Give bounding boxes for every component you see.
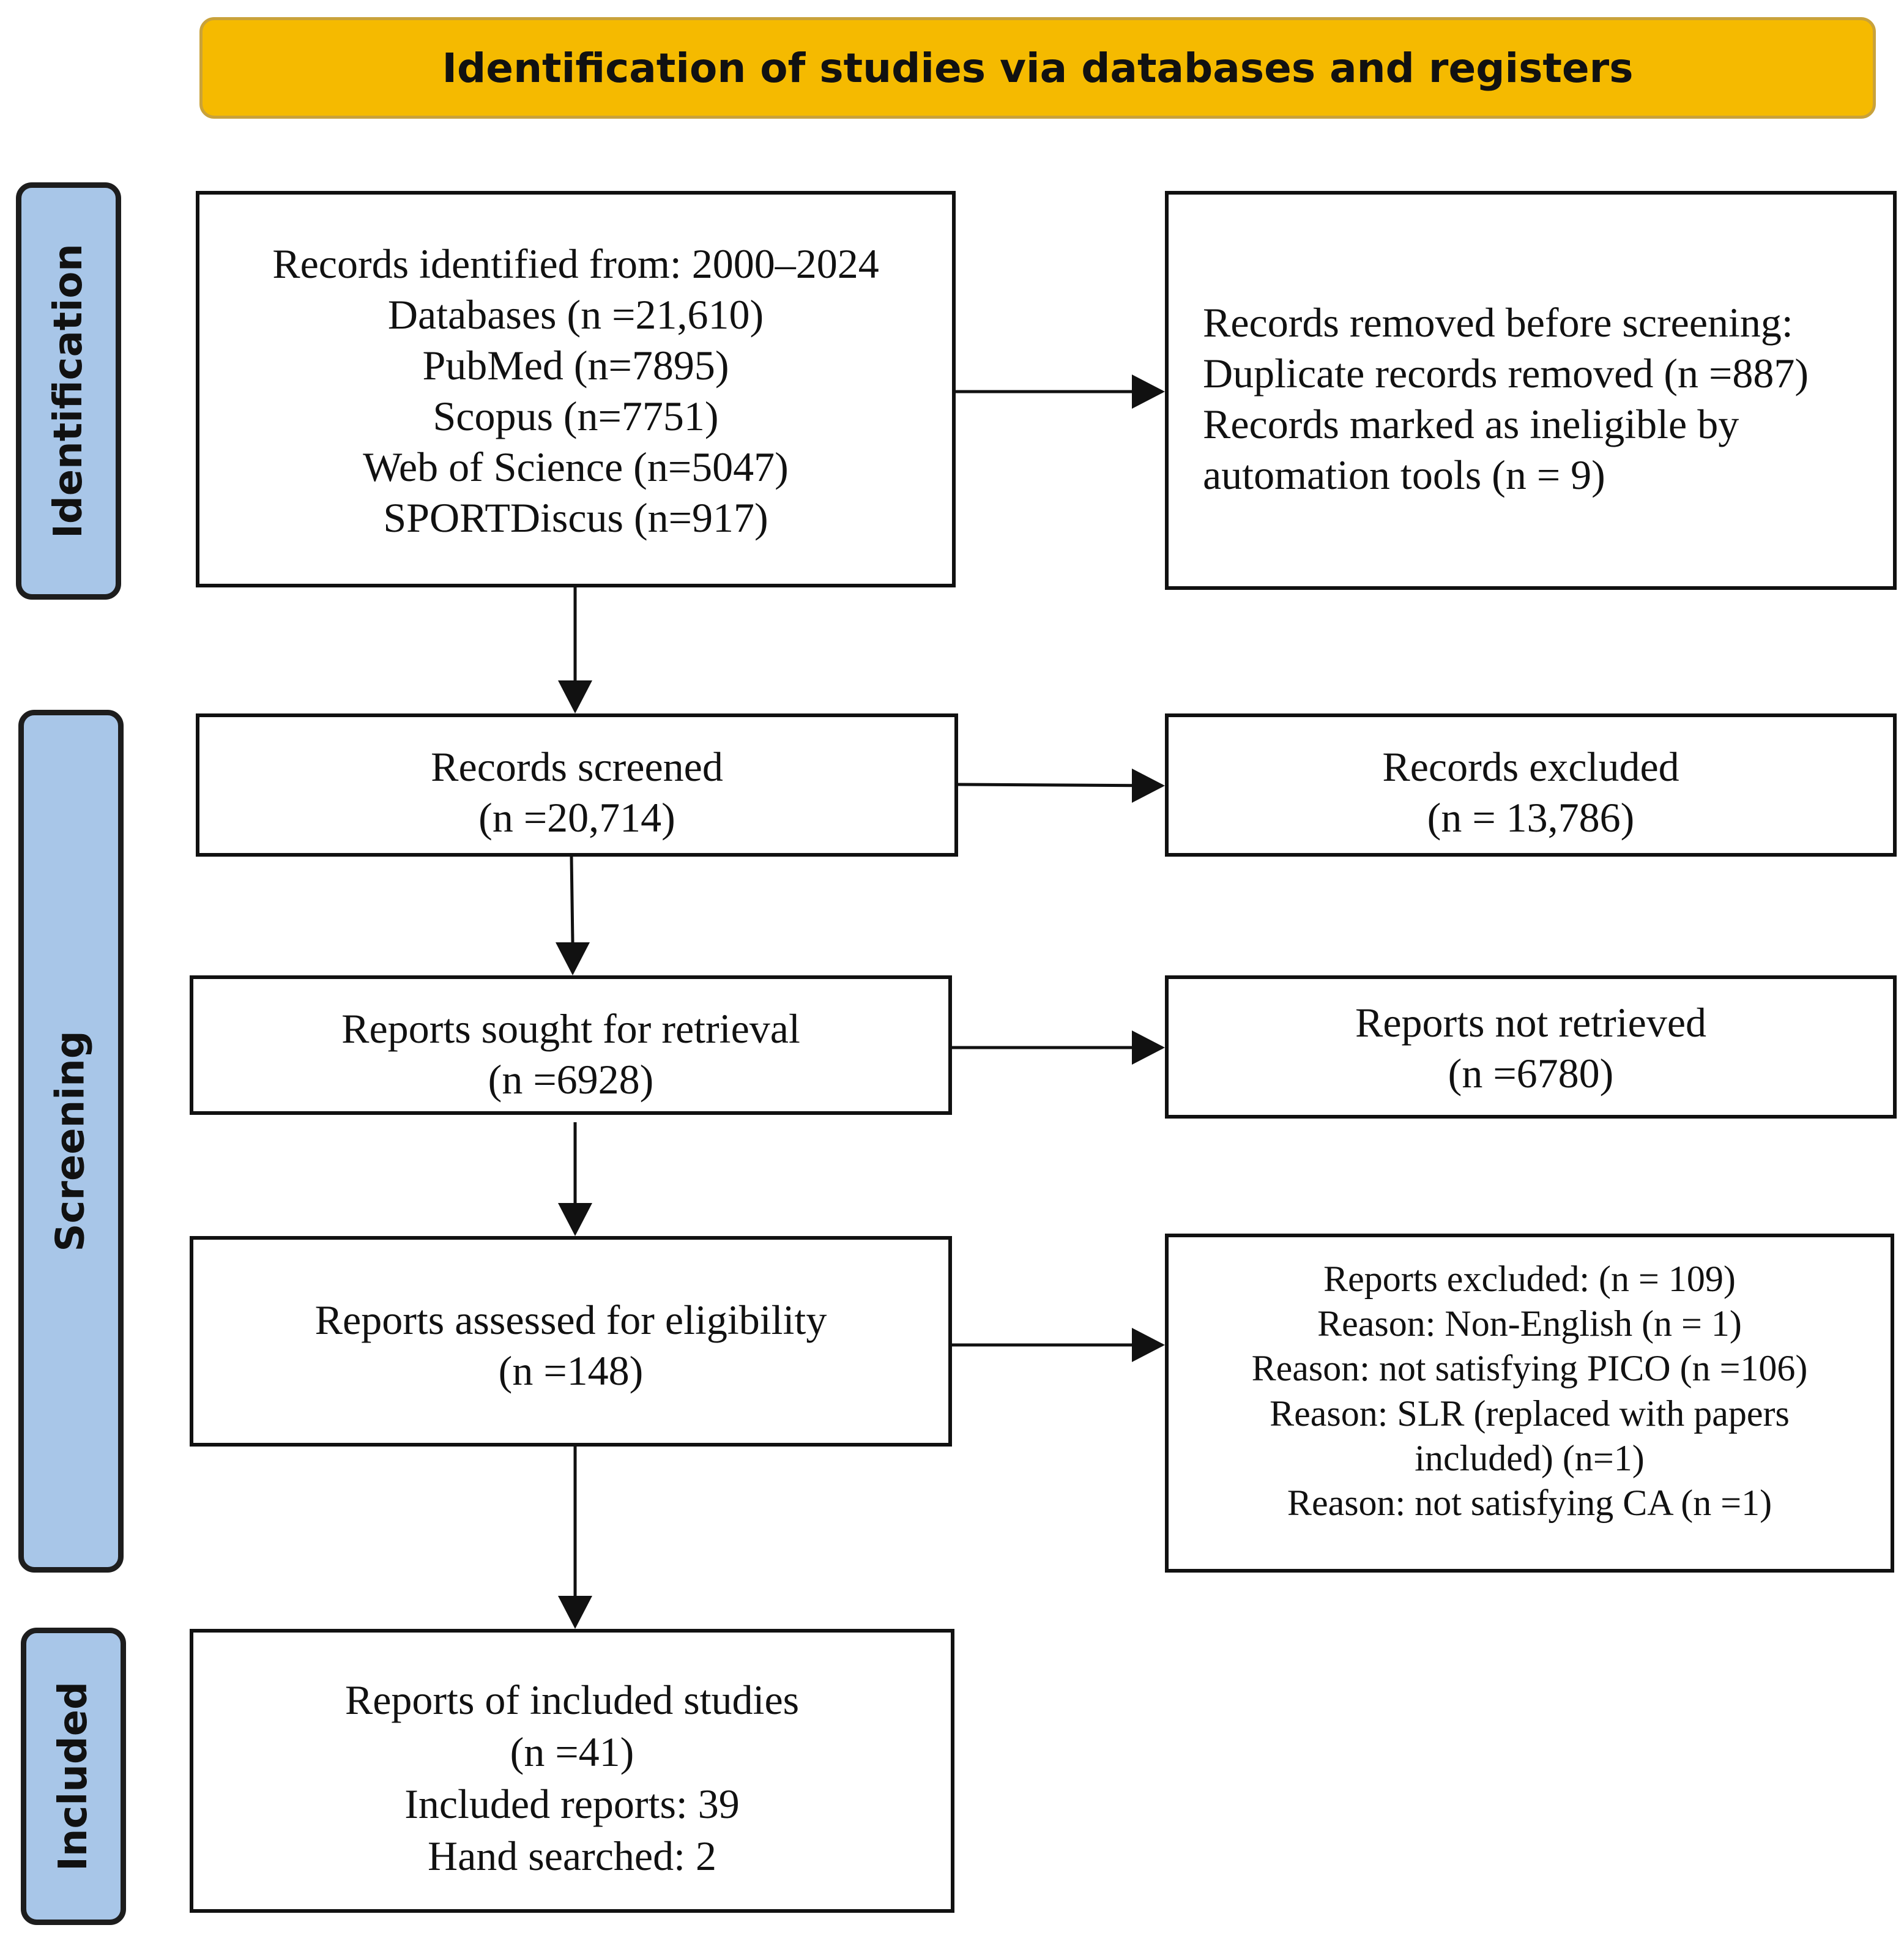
arrowhead xyxy=(1132,1030,1165,1065)
arrowhead xyxy=(556,942,590,975)
arrowhead xyxy=(558,680,592,713)
records-screened-box: Records screened (n =20,714) xyxy=(196,713,958,857)
header-title: Identification of studies via databases … xyxy=(442,44,1634,92)
arrowhead xyxy=(1132,769,1165,803)
arrow-screened-to-excluded xyxy=(958,783,1163,788)
web-of-science-count: Web of Science (n=5047) xyxy=(363,443,789,490)
pubmed-count: PubMed (n=7895) xyxy=(422,342,729,389)
included-studies-box: Reports of included studies (n =41) Incl… xyxy=(190,1629,954,1913)
records-excluded-box: Records excluded (n = 13,786) xyxy=(1165,713,1897,857)
arrowhead xyxy=(1132,1328,1165,1362)
arrowhead xyxy=(558,1203,592,1236)
reports-not-retrieved-box: Reports not retrieved (n =6780) xyxy=(1165,975,1897,1119)
phase-label-identification: Identification xyxy=(16,182,121,600)
phase-label-included: Included xyxy=(21,1628,126,1925)
arrowhead xyxy=(558,1596,592,1629)
records-identified-line: Records identified from: 2000–2024 xyxy=(272,240,879,288)
header-banner: Identification of studies via databases … xyxy=(199,17,1876,119)
records-removed-box: Records removed before screening: Duplic… xyxy=(1165,191,1897,590)
records-identified-box: Records identified from: 2000–2024 Datab… xyxy=(196,191,956,587)
reports-assessed-box: Reports assessed for eligibility (n =148… xyxy=(190,1236,952,1447)
phase-label-screening: Screening xyxy=(18,710,124,1573)
reports-sought-box: Reports sought for retrieval (n =6928) xyxy=(190,975,952,1115)
scopus-count: Scopus (n=7751) xyxy=(433,393,719,439)
arrowhead xyxy=(1132,374,1165,409)
sportdiscus-count: SPORTDiscus (n=917) xyxy=(383,494,768,541)
arrow-screened-to-sought xyxy=(570,856,575,943)
reports-excluded-box: Reports excluded: (n = 109) Reason: Non-… xyxy=(1165,1234,1894,1573)
databases-count: Databases (n =21,610) xyxy=(387,291,764,338)
